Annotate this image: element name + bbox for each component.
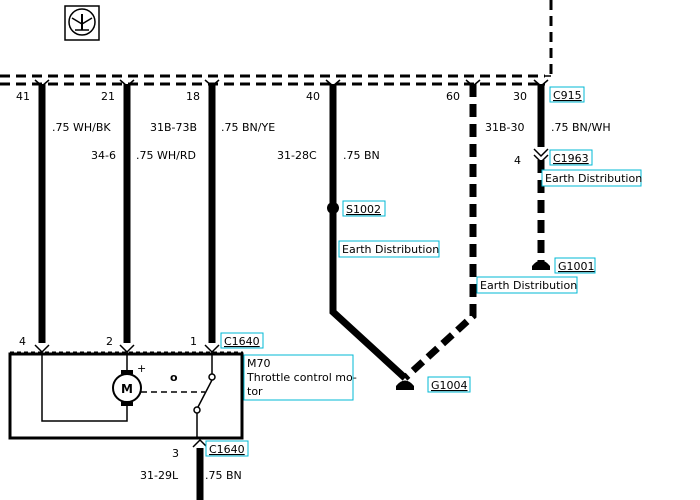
switch-mark: o: [170, 371, 178, 384]
earth-distribution-link[interactable]: Earth Distribution: [545, 172, 642, 185]
motor-symbol: M: [121, 382, 133, 396]
circuit-number: 31-28C: [277, 149, 317, 162]
component-pin-4: 4: [19, 335, 26, 348]
component-m70[interactable]: M + o: [8, 351, 244, 440]
circuit-number: 34-6: [91, 149, 116, 162]
connector-c1963-symbol: [533, 148, 549, 164]
harness-connector-chevrons: [34, 79, 549, 87]
connector-c1640-bottom-symbol: [192, 438, 208, 448]
wire-size-color: .75 BN/WH: [551, 121, 611, 134]
ground-symbol-icon: [64, 5, 100, 41]
connector-c1963[interactable]: C1963: [553, 152, 589, 165]
wire-size-color: .75 BN: [205, 469, 242, 482]
splice-s1002[interactable]: S1002: [346, 203, 381, 216]
pin-label-c1963: 4: [514, 154, 521, 167]
pin-label-18: 18: [186, 90, 200, 103]
wire-size-color: .75 BN: [343, 149, 380, 162]
splice-dot: [327, 202, 339, 214]
connector-c1640-top[interactable]: C1640: [224, 335, 260, 348]
wire-pin-60: [402, 84, 477, 381]
motor-plus: +: [137, 362, 146, 375]
pin-label-40: 40: [306, 90, 320, 103]
ground-g1004[interactable]: G1004: [431, 379, 468, 392]
ground-g1004-icon: [396, 380, 414, 390]
harness-bus: [0, 0, 553, 86]
pin-label-60: 60: [446, 90, 460, 103]
wire-pin-40: [329, 84, 408, 381]
wire-size-color: .75 WH/BK: [52, 121, 111, 134]
connector-c1640-bottom[interactable]: C1640: [209, 443, 245, 456]
component-pin-2: 2: [106, 335, 113, 348]
wires: [38, 84, 545, 500]
component-id: M70: [247, 357, 271, 370]
circuit-number: 31B-30: [485, 121, 525, 134]
component-name-line1: Throttle control mo-: [246, 371, 357, 384]
earth-distribution-link[interactable]: Earth Distribution: [480, 279, 577, 292]
pin-label-41: 41: [16, 90, 30, 103]
component-pin-1: 1: [190, 335, 197, 348]
pin-label-c1640-bottom: 3: [172, 447, 179, 460]
circuit-number: 31B-73B: [150, 121, 197, 134]
pin-label-21: 21: [101, 90, 115, 103]
connector-c915[interactable]: C915: [553, 89, 582, 102]
earth-distribution-link[interactable]: Earth Distribution: [342, 243, 439, 256]
ground-g1001-icon: [532, 260, 550, 270]
component-name-line2: tor: [247, 385, 263, 398]
pin-label-30: 30: [513, 90, 527, 103]
ground-g1001[interactable]: G1001: [558, 260, 595, 273]
wire-size-color: .75 WH/RD: [136, 149, 196, 162]
wire-size-color: .75 BN/YE: [221, 121, 275, 134]
circuit-number: 31-29L: [140, 469, 179, 482]
